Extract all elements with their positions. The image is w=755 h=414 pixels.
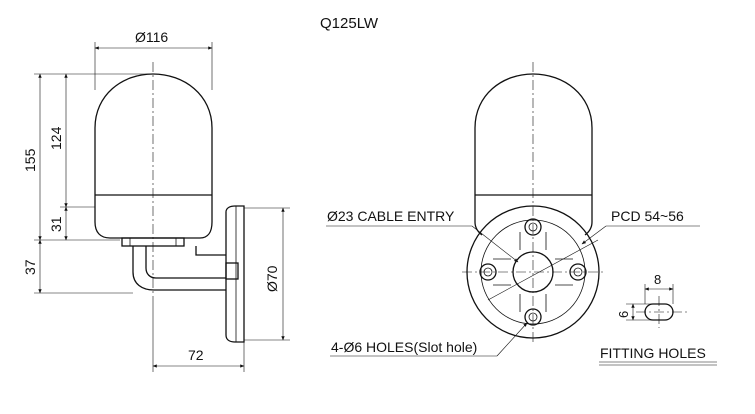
label-holes: 4-Ø6 HOLES(Slot hole) — [331, 339, 477, 355]
front-mount-holes — [479, 218, 587, 326]
dim-label-8: 8 — [654, 272, 661, 287]
side-arm — [132, 246, 226, 291]
side-base — [94, 195, 213, 239]
front-ribs — [493, 232, 573, 312]
leader-cable-entry — [471, 225, 519, 263]
drawing-title: Q125LW — [320, 15, 379, 32]
slot-hole — [644, 303, 674, 321]
dim-label-31: 31 — [48, 216, 64, 232]
side-wall-plate — [225, 205, 245, 343]
leader-holes — [496, 322, 528, 357]
label-pcd: PCD 54~56 — [611, 208, 684, 224]
front-cable-entry — [512, 251, 554, 293]
dim-label-6: 6 — [616, 311, 631, 318]
leader-pcd — [581, 225, 607, 245]
label-fitting-holes: FITTING HOLES — [600, 345, 706, 361]
front-diagonal — [487, 239, 599, 301]
side-arm-inner — [145, 246, 226, 279]
dim-label-72: 72 — [188, 347, 204, 363]
fitting-hole-detail: 8 6 FITTING HOLES — [599, 272, 717, 366]
dim-label-70: Ø70 — [264, 265, 280, 292]
dim-label-155: 155 — [22, 148, 38, 172]
dim-label-124: 124 — [48, 126, 64, 150]
side-arm-top — [195, 246, 226, 256]
front-base — [474, 195, 593, 236]
label-cable-entry: Ø23 CABLE ENTRY — [327, 208, 455, 224]
side-view: Ø116 155 124 31 37 Ø70 72 — [22, 29, 290, 372]
front-view: Ø23 CABLE ENTRY PCD 54~56 4-Ø6 HOLES(Slo… — [326, 62, 700, 357]
dim-label-116: Ø116 — [135, 29, 168, 45]
side-dome — [94, 73, 213, 195]
front-dome — [474, 73, 593, 195]
dim-label-37: 37 — [22, 259, 38, 275]
